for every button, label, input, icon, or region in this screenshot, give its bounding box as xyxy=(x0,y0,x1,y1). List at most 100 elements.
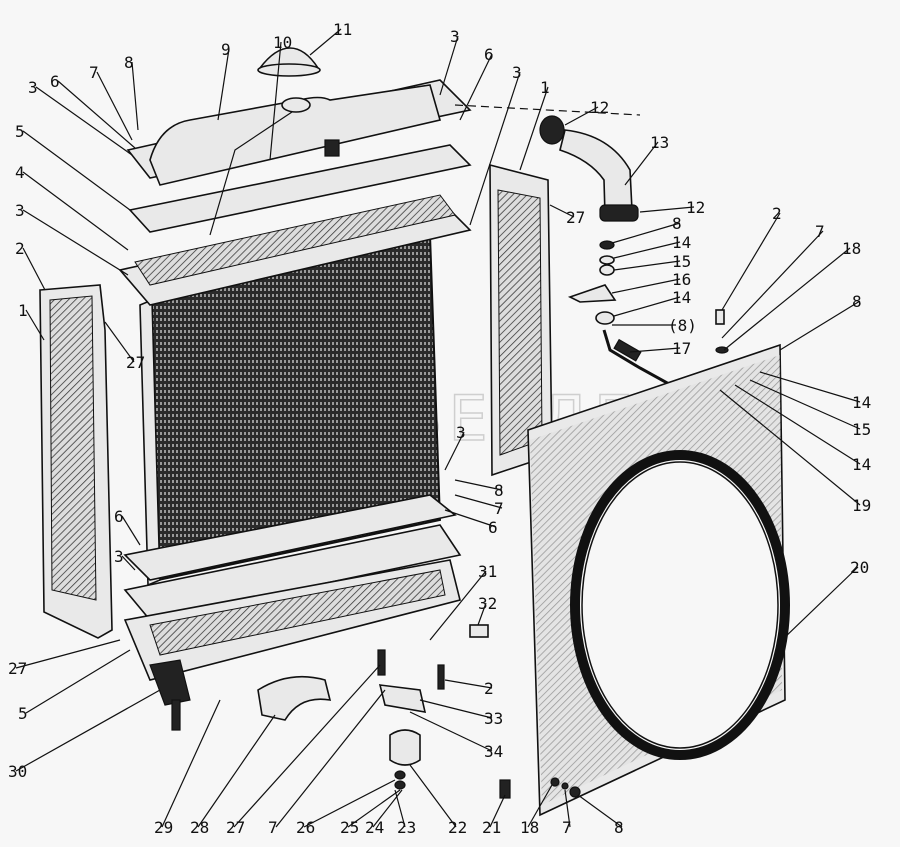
callout-label: 12 xyxy=(686,198,705,217)
cap-rim xyxy=(257,63,321,77)
callout-label: 3 xyxy=(114,547,124,566)
callout-label: 5 xyxy=(15,122,25,141)
filler-neck xyxy=(281,97,311,113)
callout-label: 20 xyxy=(850,558,869,577)
bolt-2 xyxy=(715,309,725,325)
leader-line xyxy=(723,247,851,351)
left-panel-hatching xyxy=(49,295,97,601)
bolt-27 xyxy=(377,649,386,676)
callout-label: 26 xyxy=(296,818,315,837)
callout-label: (8) xyxy=(668,316,697,335)
callout-label: 24 xyxy=(365,818,384,837)
upper-hose xyxy=(559,129,633,216)
callout-label: 3 xyxy=(450,27,460,46)
leader-line xyxy=(759,371,861,403)
leader-line xyxy=(161,699,221,828)
leader-line xyxy=(25,309,45,341)
radiator-cap xyxy=(258,47,320,69)
callout-label: 27 xyxy=(566,208,585,227)
leader-line xyxy=(121,515,141,546)
leader-line xyxy=(22,171,129,251)
callout-label: 14 xyxy=(672,288,691,307)
assembly-dashed-line xyxy=(454,104,641,116)
leader-line xyxy=(564,789,571,828)
callout-label: 27 xyxy=(8,659,27,678)
leader-line xyxy=(121,555,136,571)
leader-line xyxy=(549,204,575,218)
leader-line xyxy=(781,566,859,641)
leader-line xyxy=(96,71,133,141)
callout-label: 8 xyxy=(614,818,624,837)
leader-line xyxy=(439,35,459,96)
callout-label: 10 xyxy=(273,33,292,52)
leader-line xyxy=(519,86,549,171)
leader-line xyxy=(624,141,659,186)
washer-18-lower xyxy=(550,777,560,787)
callout-label: 2 xyxy=(772,204,782,223)
rod-sleeve xyxy=(613,338,642,362)
callout-label: 3 xyxy=(456,423,466,442)
bracket-33 xyxy=(378,684,427,713)
callout-label: 21 xyxy=(482,818,501,837)
leader-line xyxy=(104,321,135,363)
callout-label: 25 xyxy=(340,818,359,837)
leader-line xyxy=(639,206,695,213)
callout-label: 8 xyxy=(494,481,504,500)
leader-line xyxy=(629,347,681,353)
leader-line xyxy=(779,300,861,351)
leader-line xyxy=(454,479,503,491)
callout-label: 32 xyxy=(478,594,497,613)
leader-line xyxy=(217,48,230,121)
callout-label: 7 xyxy=(494,499,504,518)
bracket-16 xyxy=(567,284,617,303)
callout-label: 33 xyxy=(484,709,503,728)
callout-label: 18 xyxy=(842,239,861,258)
callout-label: 22 xyxy=(448,818,467,837)
drain-tap-32 xyxy=(469,624,489,638)
bottom-bracket xyxy=(149,659,191,706)
leader-line xyxy=(454,494,503,509)
rod-17 xyxy=(602,329,681,392)
leader-line xyxy=(394,789,406,828)
bottom-bolt xyxy=(171,699,181,731)
nut-8-lower xyxy=(569,786,581,798)
leader-line xyxy=(734,384,861,465)
leader-line xyxy=(25,649,131,714)
callout-label: 2 xyxy=(484,679,494,698)
leader-line xyxy=(22,247,46,291)
bottom-gasket-2 xyxy=(123,524,462,621)
leader-line xyxy=(197,714,276,828)
right-panel-hatching xyxy=(497,189,543,456)
leader-line xyxy=(444,431,465,471)
callout-label: 27 xyxy=(126,353,145,372)
callout-label: 14 xyxy=(672,233,691,252)
callout-label: 7 xyxy=(89,63,99,82)
clip-21 xyxy=(499,779,511,799)
leader-line xyxy=(459,53,493,121)
callout-label: 2 xyxy=(15,239,25,258)
leader-line xyxy=(409,711,493,752)
callout-label: 28 xyxy=(190,818,209,837)
cushion-22 xyxy=(389,729,421,766)
washer-24 xyxy=(394,770,406,780)
top-grid-plate xyxy=(134,194,456,286)
callout-label: 15 xyxy=(672,252,691,271)
leader-line xyxy=(233,664,381,828)
washer-14 xyxy=(599,255,615,265)
leader-line xyxy=(564,106,599,126)
leader-line xyxy=(15,689,161,772)
callout-label: 8 xyxy=(124,53,134,72)
callout-label: 16 xyxy=(672,270,691,289)
bolt-2-lower xyxy=(437,664,445,690)
leader-line xyxy=(347,789,401,828)
leader-line xyxy=(719,389,861,506)
callout-label: 18 xyxy=(520,818,539,837)
washer-14b xyxy=(595,311,615,325)
leader-line xyxy=(35,86,133,156)
leader-line xyxy=(611,278,681,294)
leader-line xyxy=(419,699,493,719)
callout-label: 14 xyxy=(852,455,871,474)
leader-line xyxy=(749,379,861,430)
callout-label: 4 xyxy=(15,163,25,182)
